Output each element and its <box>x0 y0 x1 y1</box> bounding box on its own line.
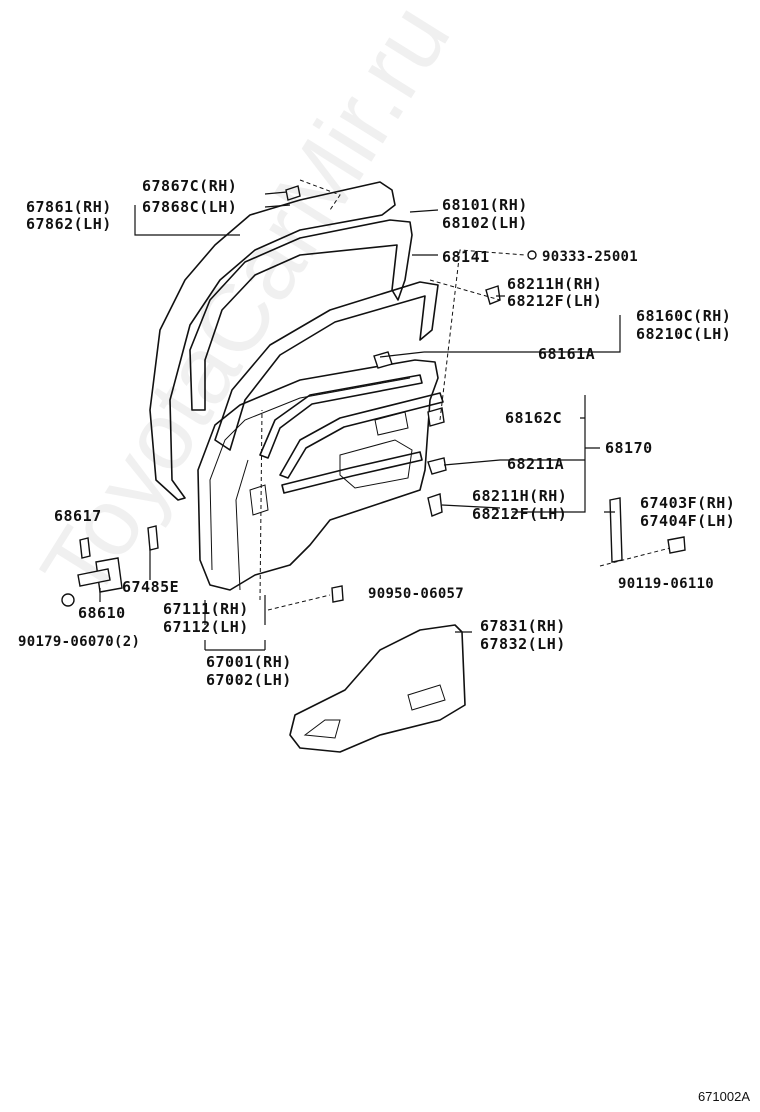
label-67111: 67111(RH) <box>163 600 249 618</box>
label-68610: 68610 <box>78 604 126 622</box>
label-68160c: 68160C(RH) <box>636 307 732 325</box>
label-68101: 68101(RH) <box>442 196 528 214</box>
lower-strip <box>281 451 423 494</box>
label-68102: 68102(LH) <box>442 214 528 232</box>
label-67831: 67831(RH) <box>480 617 566 635</box>
door-inner-edge <box>209 377 411 591</box>
door-panel <box>197 359 439 591</box>
clip-68161a <box>373 351 393 369</box>
label-67832: 67832(LH) <box>480 635 566 653</box>
belt-moulding-outer <box>259 374 423 459</box>
glass-run <box>189 219 413 411</box>
label-90950: 90950-06057 <box>368 586 465 602</box>
figure-code: 671002A <box>697 1089 750 1104</box>
clip-68211a <box>427 457 447 475</box>
label-67404f: 67404F(LH) <box>640 512 736 530</box>
clip-68211h-bot <box>427 493 443 517</box>
bolt-90179 <box>61 593 75 607</box>
label-67862: 67862(LH) <box>26 215 112 233</box>
bolt-90119 <box>667 536 686 554</box>
label-90333: 90333-25001 <box>542 249 639 265</box>
clip-67867c <box>285 185 301 201</box>
door-sash <box>214 281 439 451</box>
dashed-leaders <box>259 179 671 611</box>
check-67485e <box>147 525 159 551</box>
plug-90950 <box>331 585 344 603</box>
label-68211h-bot: 68211H(RH) <box>472 487 568 505</box>
label-67403f: 67403F(RH) <box>640 494 736 512</box>
label-68212f-bot: 68212F(LH) <box>472 505 568 523</box>
hinge-pin <box>77 568 111 587</box>
label-68211a: 68211A <box>507 455 565 473</box>
label-67867c: 67867C(RH) <box>142 177 238 195</box>
label-68210c: 68210C(LH) <box>636 325 732 343</box>
trim-board <box>289 624 466 753</box>
label-67002: 67002(LH) <box>206 671 292 689</box>
label-67861: 67861(RH) <box>26 198 112 216</box>
leader-lines <box>99 191 621 651</box>
clip-68162c <box>427 407 445 427</box>
door-hole-small <box>249 411 409 516</box>
bracket-67403f <box>609 497 623 563</box>
bolt-68617 <box>79 537 91 559</box>
label-68212f-top: 68212F(LH) <box>507 292 603 310</box>
door-hole <box>339 439 413 489</box>
label-68211h-top: 68211H(RH) <box>507 275 603 293</box>
label-68617: 68617 <box>54 507 102 525</box>
trim-pocket <box>303 684 446 739</box>
belt-moulding-inner <box>279 392 444 479</box>
label-90179: 90179-06070(2) <box>18 634 141 650</box>
label-67868c: 67868C(LH) <box>142 198 238 216</box>
label-67112: 67112(LH) <box>163 618 249 636</box>
label-68170: 68170 <box>605 439 653 457</box>
label-68162c: 68162C <box>505 409 563 427</box>
outer-weatherstrip <box>149 181 396 501</box>
label-67485e: 67485E <box>122 578 180 596</box>
clip-68211h-top <box>485 285 501 305</box>
label-68161a: 68161A <box>538 345 596 363</box>
label-67001: 67001(RH) <box>206 653 292 671</box>
label-68141: 68141 <box>442 248 490 266</box>
pin-90333 <box>527 250 537 260</box>
label-90119: 90119-06110 <box>618 576 715 592</box>
